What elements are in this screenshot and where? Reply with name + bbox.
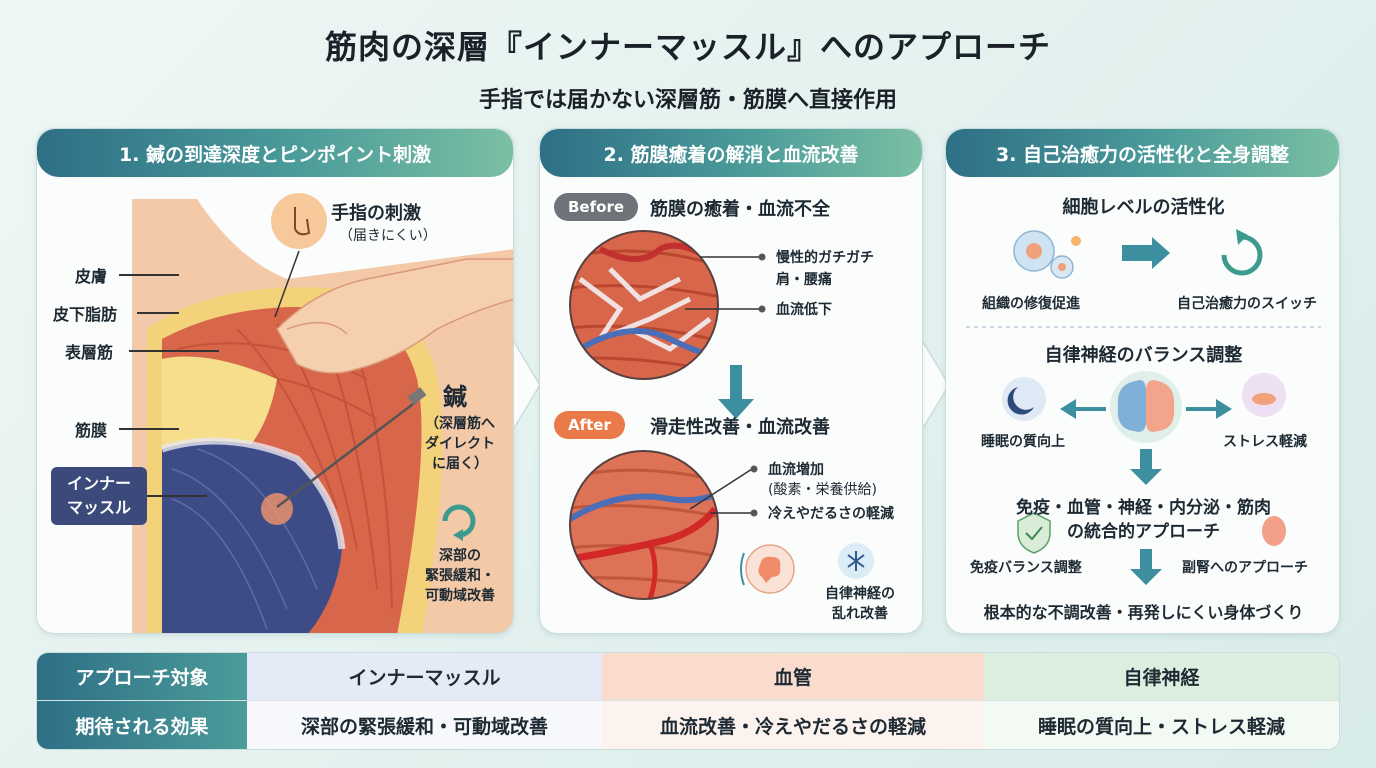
adrenal-approach-label: 副腎へのアプローチ (1182, 560, 1308, 576)
target-blood-vessel: 血管 (601, 653, 985, 701)
leader-muscle (129, 350, 219, 352)
chevron-right-icon (513, 341, 541, 429)
cell-activation-title: 細胞レベルの活性化 (1062, 197, 1225, 218)
nerve-label-1: 自律神経の (825, 586, 895, 602)
effect-inner-muscle: 深部の緊張緩和・可動域改善 (247, 701, 602, 749)
panel-needle-depth: 1. 鍼の到達深度とピンポイント刺激 (36, 128, 514, 634)
before-title: 筋膜の癒着・血流不全 (650, 199, 830, 220)
effect-line-3: 可動域改善 (425, 588, 495, 604)
target-inner-muscle: インナーマッスル (247, 653, 602, 701)
self-healing-illustration (966, 229, 1321, 585)
needle-note-3: に届く） (432, 456, 488, 472)
nerve-label-2: 乱れ改善 (832, 606, 888, 622)
fascia-adhesion-illustration (569, 230, 874, 600)
after-label-cold: 冷えやだるさの軽減 (768, 506, 894, 522)
panel2-heading: 2. 筋膜癒着の解消と血流改善 (540, 129, 922, 177)
row-head-targets: アプローチ対象 (37, 653, 247, 701)
shoulder-anatomy-illustration (132, 193, 513, 633)
leader-skin (119, 274, 179, 276)
label-fascia: 筋膜 (75, 421, 108, 440)
effect-autonomic: 睡眠の質向上・ストレス軽減 (984, 701, 1339, 749)
panel1-heading: 1. 鍼の到達深度とピンポイント刺激 (37, 129, 513, 177)
inner-muscle-line1: インナー (66, 474, 131, 493)
needle-note-1: （深層筋へ (425, 416, 495, 432)
integrated-approach-line2: の統合的アプローチ (1067, 522, 1220, 542)
after-label-flow-up: 血流増加 (768, 462, 824, 478)
finger-stimulus-note: （届きにくい） (339, 228, 437, 244)
inner-muscle-line2: マッスル (66, 498, 131, 517)
target-autonomic: 自律神経 (984, 653, 1339, 701)
panel3-heading: 3. 自己治癒力の活性化と全身調整 (946, 129, 1339, 177)
inner-muscle-badge: インナー マッスル (51, 467, 147, 525)
before-label-flow-down: 血流低下 (776, 302, 832, 318)
needle-title: 鍼 (443, 383, 467, 411)
panel-self-healing: 3. 自己治癒力の活性化と全身調整 細胞レベルの活性化 (945, 128, 1340, 634)
needle-note-2: ダイレクト (425, 436, 495, 452)
integrated-approach-line1: 免疫・血管・神経・内分泌・筋肉 (1016, 498, 1271, 518)
summary-row-effects: 期待される効果 深部の緊張緩和・可動域改善 血流改善・冷えやだるさの軽減 睡眠の… (37, 701, 1339, 749)
after-label-oxygen: (酸素・栄養供給) (768, 482, 877, 498)
after-title: 滑走性改善・血流改善 (650, 417, 830, 438)
row-head-effects: 期待される効果 (37, 701, 247, 749)
summary-table: アプローチ対象 インナーマッスル 血管 自律神経 期待される効果 深部の緊張緩和… (36, 652, 1340, 750)
root-cause-label: 根本的な不調改善・再発しにくい身体づくり (983, 603, 1304, 622)
before-tag: Before (554, 193, 639, 221)
effect-line-1: 深部の (439, 548, 481, 564)
self-healing-switch-label: 自己治癒力のスイッチ (1177, 296, 1317, 312)
immune-balance-label: 免疫バランス調整 (970, 560, 1082, 576)
stress-relief-label: ストレス軽減 (1223, 434, 1307, 450)
effect-line-2: 緊張緩和・ (425, 568, 495, 584)
autonomic-balance-title: 自律神経のバランス調整 (1044, 345, 1243, 366)
before-label-stiff: 慢性的ガチガチ (776, 250, 874, 266)
effect-blood-vessel: 血流改善・冷えやだるさの軽減 (601, 701, 985, 749)
after-tag: After (554, 411, 625, 439)
label-skin: 皮膚 (75, 267, 108, 286)
page-subtitle: 手指では届かない深層筋・筋膜へ直接作用 (478, 88, 897, 113)
panel-fascia-blood-flow: 2. 筋膜癒着の解消と血流改善 Before 筋膜の癒着・血流不全 (539, 128, 923, 634)
summary-row-targets: アプローチ対象 インナーマッスル 血管 自律神経 (37, 653, 1339, 701)
sleep-quality-label: 睡眠の質向上 (981, 434, 1065, 450)
label-superficial-muscle: 表層筋 (65, 343, 114, 362)
leader-fat (137, 312, 179, 314)
page-title: 筋肉の深層『インナーマッスル』へのアプローチ (324, 28, 1051, 66)
leader-fascia (119, 428, 179, 430)
before-label-pain: 肩・腰痛 (776, 272, 832, 288)
tissue-repair-label: 組織の修復促進 (982, 296, 1080, 312)
label-subcutaneous-fat: 皮下脂肪 (53, 305, 118, 324)
leader-inner-muscle (147, 495, 207, 497)
finger-stimulus-title: 手指の刺激 (331, 203, 421, 224)
